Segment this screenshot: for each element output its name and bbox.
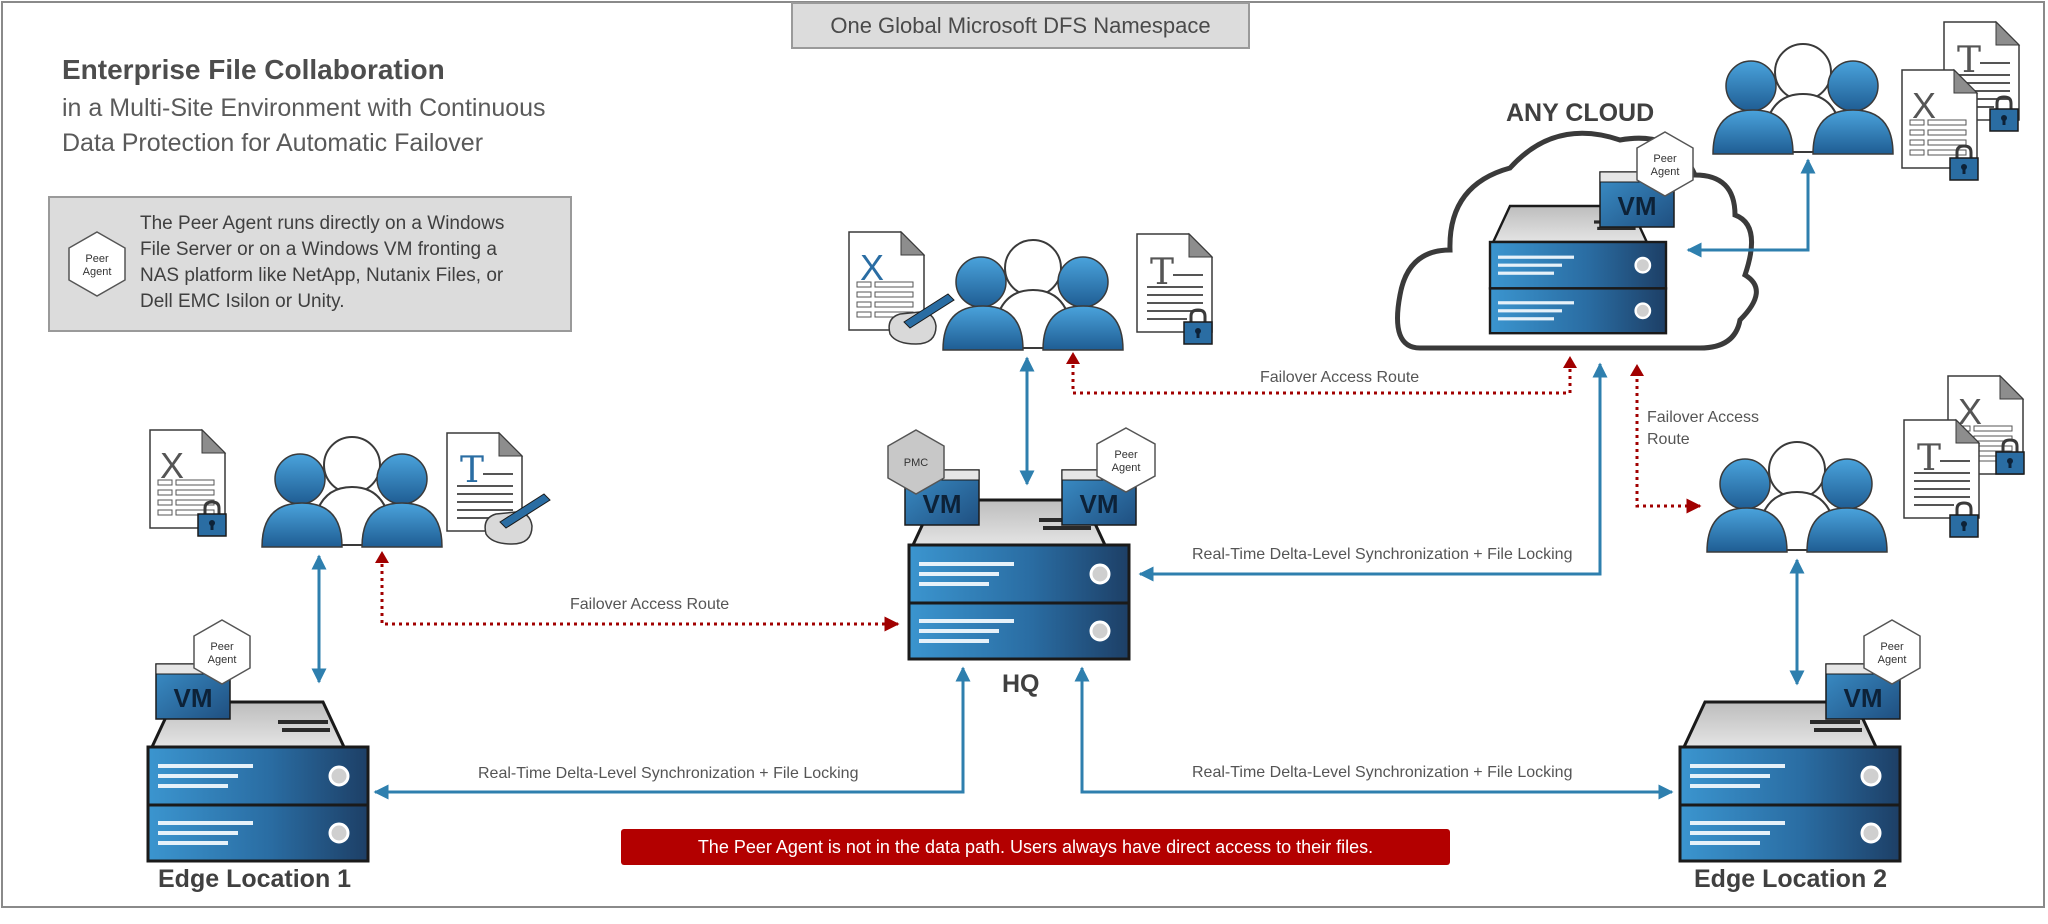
- info-line-4: Dell EMC Isilon or Unity.: [140, 291, 345, 312]
- diagram-title: Enterprise File Collaboration: [62, 54, 445, 85]
- svg-text:Peer: Peer: [210, 641, 234, 653]
- failover-arrowhead: [1066, 352, 1080, 364]
- svg-text:VM: VM: [1844, 683, 1883, 713]
- svg-text:Peer: Peer: [1114, 449, 1138, 461]
- hq-cloud-sync-arrow: [1138, 362, 1608, 582]
- svg-text:X: X: [860, 247, 884, 288]
- svg-text:Peer: Peer: [85, 253, 109, 265]
- svg-text:Agent: Agent: [1878, 654, 1907, 666]
- hq-users: [942, 239, 1124, 351]
- svg-text:VM: VM: [1080, 489, 1119, 519]
- svg-text:Agent: Agent: [1651, 166, 1680, 178]
- svg-text:Agent: Agent: [1112, 462, 1141, 474]
- edge1-peer-agent-badge: Peer Agent: [193, 619, 251, 685]
- hq-label: HQ: [1002, 670, 1040, 698]
- diagram-subtitle-line2: Data Protection for Automatic Failover: [62, 129, 484, 157]
- info-box: [48, 196, 572, 332]
- info-line-1: The Peer Agent runs directly on a Window…: [140, 213, 505, 234]
- cloud-label: ANY CLOUD: [1506, 99, 1655, 127]
- data-path-notice: The Peer Agent is not in the data path. …: [621, 829, 1450, 865]
- svg-text:Peer: Peer: [1880, 641, 1904, 653]
- edge2-users: [1706, 441, 1888, 553]
- cloud-documents: T X: [1901, 21, 2020, 182]
- info-peer-agent-badge: Peer Agent: [68, 231, 126, 297]
- cloud-edge2-failover-route: [1635, 372, 1702, 514]
- failover-arrowhead: [375, 551, 389, 563]
- failover-route-label: Failover Access Route: [570, 596, 730, 613]
- failover-routes: [380, 358, 1702, 632]
- svg-text:T: T: [1150, 252, 1174, 293]
- svg-text:Peer: Peer: [1653, 153, 1677, 165]
- failover-route-label-line1: Failover Access: [1647, 409, 1760, 426]
- failover-arrowhead: [1563, 356, 1577, 368]
- cloud-users: [1712, 43, 1894, 155]
- svg-text:Agent: Agent: [83, 266, 112, 278]
- edge2-documents: X T: [1903, 375, 2026, 539]
- svg-text:X: X: [1912, 85, 1936, 126]
- svg-text:X: X: [160, 445, 184, 486]
- edge1-hq-failover-route: [380, 557, 900, 632]
- svg-text:PMC: PMC: [904, 457, 929, 469]
- cloud-peer-agent-badge: Peer Agent: [1636, 131, 1694, 197]
- sync-route-label: Real-Time Delta-Level Synchronization + …: [478, 765, 859, 782]
- edge1-excel-document: X: [149, 429, 228, 538]
- sync-route-label: Real-Time Delta-Level Synchronization + …: [1192, 764, 1573, 781]
- hq-cloud-failover-route: [1071, 358, 1572, 395]
- hq-edge1-sync-arrow: [373, 666, 971, 800]
- svg-text:T: T: [460, 450, 484, 491]
- svg-text:VM: VM: [923, 489, 962, 519]
- info-line-2: File Server or on a Windows VM fronting …: [140, 239, 497, 260]
- edge1-users: [261, 436, 443, 548]
- sync-route-label: Real-Time Delta-Level Synchronization + …: [1192, 546, 1573, 563]
- svg-text:T: T: [1917, 438, 1941, 479]
- edge2-server: [1678, 700, 1902, 863]
- edge2-peer-agent-badge: Peer Agent: [1863, 619, 1921, 685]
- svg-text:VM: VM: [1618, 191, 1657, 221]
- hq-pmc-badge: PMC: [887, 429, 945, 495]
- info-line-3: NAS platform like NetApp, Nutanix Files,…: [140, 265, 504, 286]
- failover-route-label-line2: Route: [1647, 431, 1690, 448]
- svg-text:Agent: Agent: [208, 654, 237, 666]
- svg-text:T: T: [1957, 40, 1981, 81]
- svg-text:VM: VM: [174, 683, 213, 713]
- edge1-text-document: T: [446, 432, 551, 545]
- failover-route-label: Failover Access Route: [1260, 369, 1420, 386]
- hq-edge2-sync-arrow: [1074, 666, 1674, 800]
- edge1-label: Edge Location 1: [158, 865, 352, 893]
- edge1-server: [146, 700, 370, 863]
- failover-arrowhead: [1630, 364, 1644, 376]
- edge2-label: Edge Location 2: [1694, 865, 1888, 893]
- cloud-user-access-arrow: [1686, 158, 1816, 258]
- diagram-subtitle-line1: in a Multi-Site Environment with Continu…: [62, 94, 546, 122]
- sync-arrows: [311, 158, 1816, 800]
- hq-text-document: T: [1136, 233, 1214, 346]
- namespace-label: One Global Microsoft DFS Namespace: [791, 2, 1250, 49]
- hq-excel-document: X: [848, 231, 955, 345]
